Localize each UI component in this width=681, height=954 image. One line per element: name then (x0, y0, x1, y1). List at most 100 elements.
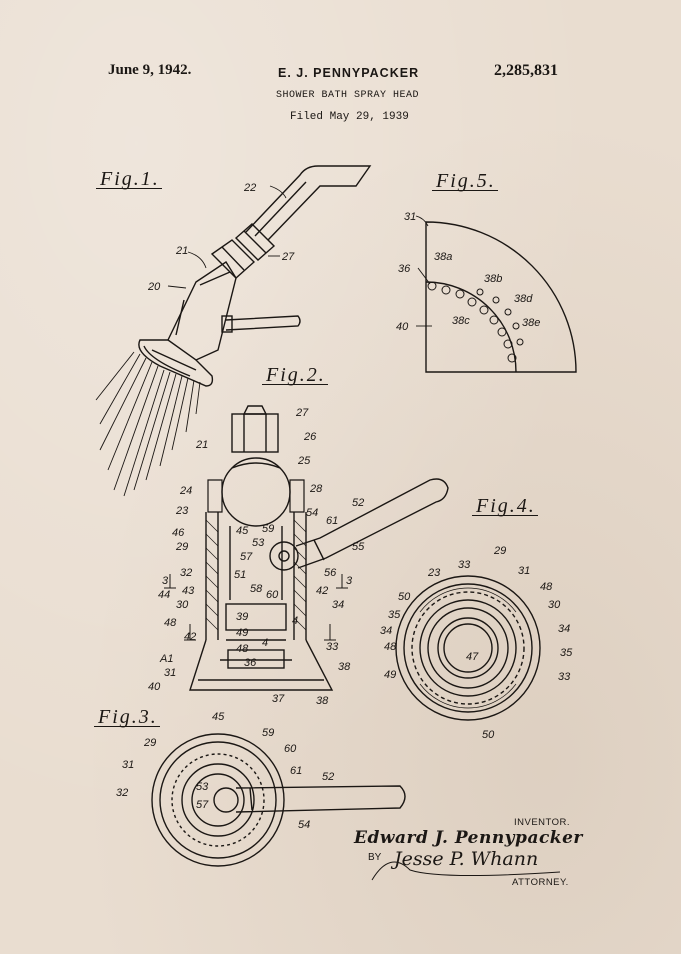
fig4-label: 23 (427, 567, 441, 579)
inventor-signature: Edward J. Pennypacker (354, 828, 583, 848)
fig5-label: 31 (404, 211, 416, 223)
fig2-label: 46 (172, 527, 185, 539)
fig2-label: 49 (236, 627, 248, 639)
fig-2-drawing: 27 21 26 25 24 28 52 23 45 59 54 61 46 5… (148, 405, 449, 707)
fig4-label: 33 (458, 559, 471, 571)
fig2-label: 60 (266, 589, 279, 601)
fig2-label: 26 (303, 431, 317, 443)
fig2-label: 32 (180, 567, 192, 579)
patent-date: June 9, 1942. (108, 62, 192, 78)
fig2-label: 4 (292, 615, 298, 627)
fig2-label: 24 (179, 485, 192, 497)
fig5-label: 38e (522, 317, 540, 329)
fig4-label: 31 (518, 565, 530, 577)
fig2-label: 3 (162, 575, 169, 587)
fig3-label: 59 (262, 727, 274, 739)
fig5-label: 38d (514, 293, 533, 305)
fig2-label: 3 (346, 575, 353, 587)
fig1-label: 21 (175, 245, 188, 257)
fig2-label: 28 (309, 483, 323, 495)
fig4-label: 34 (558, 623, 570, 635)
fig3-label: 54 (298, 819, 310, 831)
fig2-label: 57 (240, 551, 253, 563)
fig3-label: 52 (322, 771, 334, 783)
fig2-label: 27 (295, 407, 309, 419)
fig2-label: 39 (236, 611, 248, 623)
fig4-label: 47 (466, 651, 479, 663)
fig4-label: 29 (493, 545, 506, 557)
inventor-role: INVENTOR. (514, 817, 571, 828)
fig2-label: 31 (164, 667, 176, 679)
fig2-label: 30 (176, 599, 189, 611)
fig4-label: 50 (482, 729, 495, 741)
fig-2-title: Fig.2. (262, 364, 328, 386)
fig4-label: 33 (558, 671, 571, 683)
fig1-label: 20 (147, 281, 161, 293)
fig3-label: 53 (196, 781, 209, 793)
patent-title: SHOWER BATH SPRAY HEAD (276, 90, 420, 101)
fig-1-drawing: 22 21 27 20 (95, 165, 372, 497)
fig4-label: 35 (388, 609, 401, 621)
fig3-label: 61 (290, 765, 302, 777)
fig2-label: 38 (338, 661, 351, 673)
fig4-label: 30 (548, 599, 561, 611)
fig5-label: 36 (398, 263, 411, 275)
fig1-label: 27 (281, 251, 295, 263)
fig3-label: 60 (284, 743, 297, 755)
fig5-label: 38a (434, 251, 452, 263)
fig2-label: 4 (262, 637, 268, 649)
fig3-label: 57 (196, 799, 209, 811)
fig2-label: 54 (306, 507, 318, 519)
fig1-label: 22 (243, 182, 256, 194)
fig5-label: 38c (452, 315, 470, 327)
fig2-label: 45 (236, 525, 249, 537)
attorney-signature: Jesse P. Whann (394, 848, 539, 870)
inventor-header: E. J. PENNYPACKER (278, 66, 420, 80)
fig2-label: 33 (326, 641, 339, 653)
fig-4-drawing: 29 23 33 31 50 48 30 35 34 34 48 35 47 4… (380, 545, 573, 741)
fig2-label: 34 (332, 599, 344, 611)
fig2-label: 25 (297, 455, 311, 467)
fig2-label: 37 (272, 693, 285, 705)
fig2-label: 23 (175, 505, 189, 517)
fig2-label: 42 (316, 585, 328, 597)
fig2-label: 55 (352, 541, 365, 553)
fig3-label: 45 (212, 711, 225, 723)
by-label: BY (368, 852, 382, 863)
fig2-label: 42 (184, 631, 196, 643)
fig2-label: 53 (252, 537, 265, 549)
fig2-label: 56 (324, 567, 337, 579)
fig4-label: 34 (380, 625, 392, 637)
fig2-label: 58 (250, 583, 263, 595)
fig-5-drawing: 31 36 38a 38b 38d 40 38c 38e (396, 211, 577, 373)
fig2-label: 36 (244, 657, 257, 669)
fig4-label: 35 (560, 647, 573, 659)
fig2-label: 43 (182, 585, 195, 597)
fig2-label: 21 (195, 439, 208, 451)
fig2-label: 38 (316, 695, 329, 707)
fig4-label: 49 (384, 669, 396, 681)
fig2-label: 59 (262, 523, 274, 535)
fig5-label: 40 (396, 321, 409, 333)
fig3-label: 29 (143, 737, 156, 749)
fig3-label: 31 (122, 759, 134, 771)
fig2-label: 44 (158, 589, 170, 601)
fig2-label: 40 (148, 681, 161, 693)
fig4-label: 48 (540, 581, 553, 593)
filed-date: Filed May 29, 1939 (290, 111, 409, 123)
fig2-label: 52 (352, 497, 364, 509)
signature-flourish (371, 861, 561, 881)
fig-3-drawing: 45 29 59 60 31 61 52 32 53 57 54 (116, 711, 406, 867)
fig2-label: 61 (326, 515, 338, 527)
fig2-label: 29 (175, 541, 188, 553)
fig2-label: 48 (164, 617, 177, 629)
fig5-label: 38b (484, 273, 502, 285)
fig4-label: 50 (398, 591, 411, 603)
fig-3-title: Fig.3. (94, 706, 160, 728)
fig-4-title: Fig.4. (472, 495, 538, 517)
fig2-label: 51 (234, 569, 246, 581)
fig3-label: 32 (116, 787, 128, 799)
fig-1-title: Fig.1. (96, 168, 162, 190)
fig4-label: 48 (384, 641, 397, 653)
